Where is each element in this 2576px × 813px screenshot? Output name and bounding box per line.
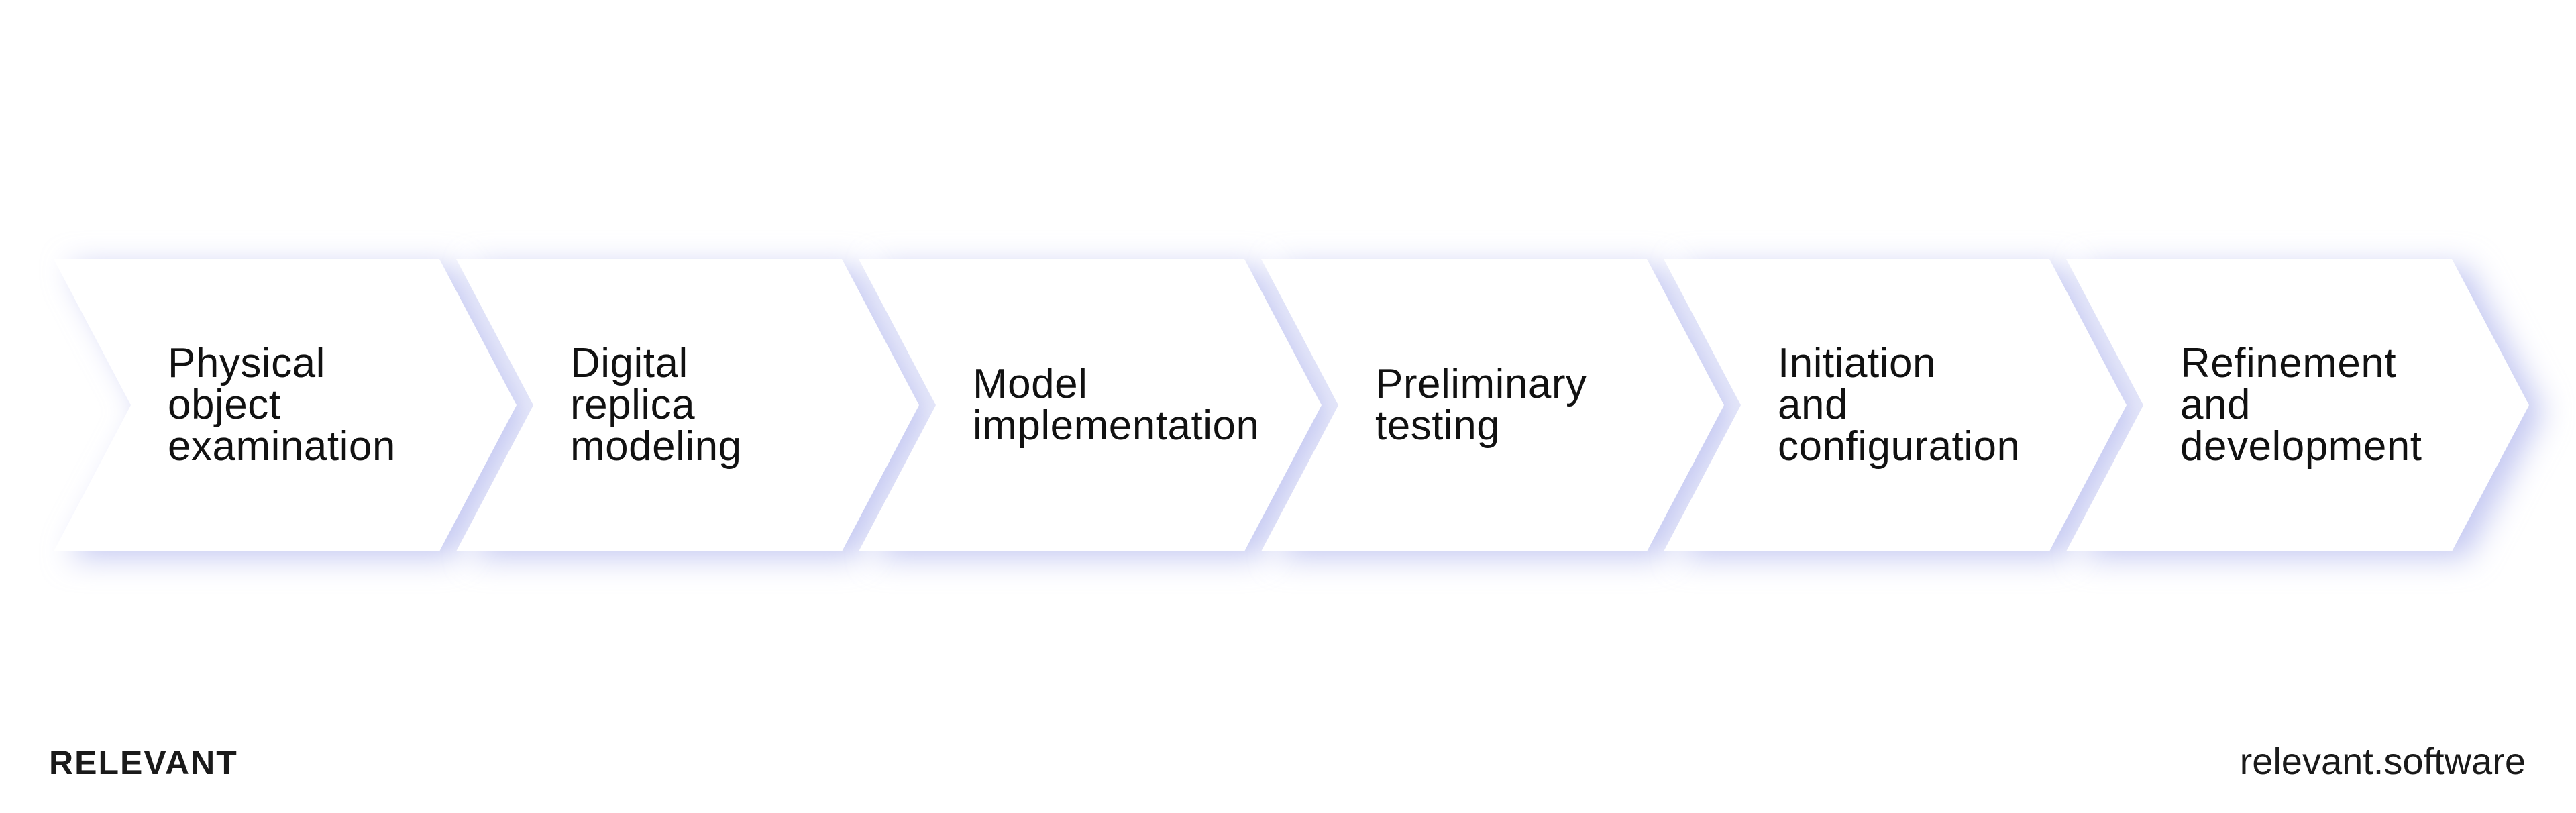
step-label-line: testing — [1375, 402, 1501, 449]
step-label-line: Physical — [168, 340, 325, 386]
step-label-line: development — [2180, 423, 2422, 470]
step-label-line: Initiation — [1778, 340, 1936, 386]
chevron-step-5 — [1664, 259, 2127, 551]
chevron-step-6 — [2066, 259, 2529, 551]
step-label-line: examination — [168, 423, 396, 470]
step-label-line: modeling — [570, 423, 742, 470]
step-label-line: replica — [570, 382, 696, 428]
step-label-line: object — [168, 382, 281, 428]
relevant-logo: RELEVANT — [49, 744, 238, 781]
step-label-line: Digital — [570, 340, 688, 386]
website-url: relevant.software — [2239, 740, 2526, 782]
step-label-line: Preliminary — [1375, 361, 1587, 407]
step-label-line: Model — [973, 361, 1088, 407]
step-label-line: Refinement — [2180, 340, 2397, 386]
chevron-step-2 — [456, 259, 919, 551]
chevron-step-1 — [54, 259, 517, 551]
chevron-step-4 — [1261, 259, 1724, 551]
step-label-line: and — [2180, 382, 2251, 428]
chevron-step-3 — [859, 259, 1322, 551]
step-label-line: implementation — [973, 402, 1260, 449]
step-label-line: configuration — [1778, 423, 2021, 470]
step-label-line: and — [1778, 382, 1848, 428]
